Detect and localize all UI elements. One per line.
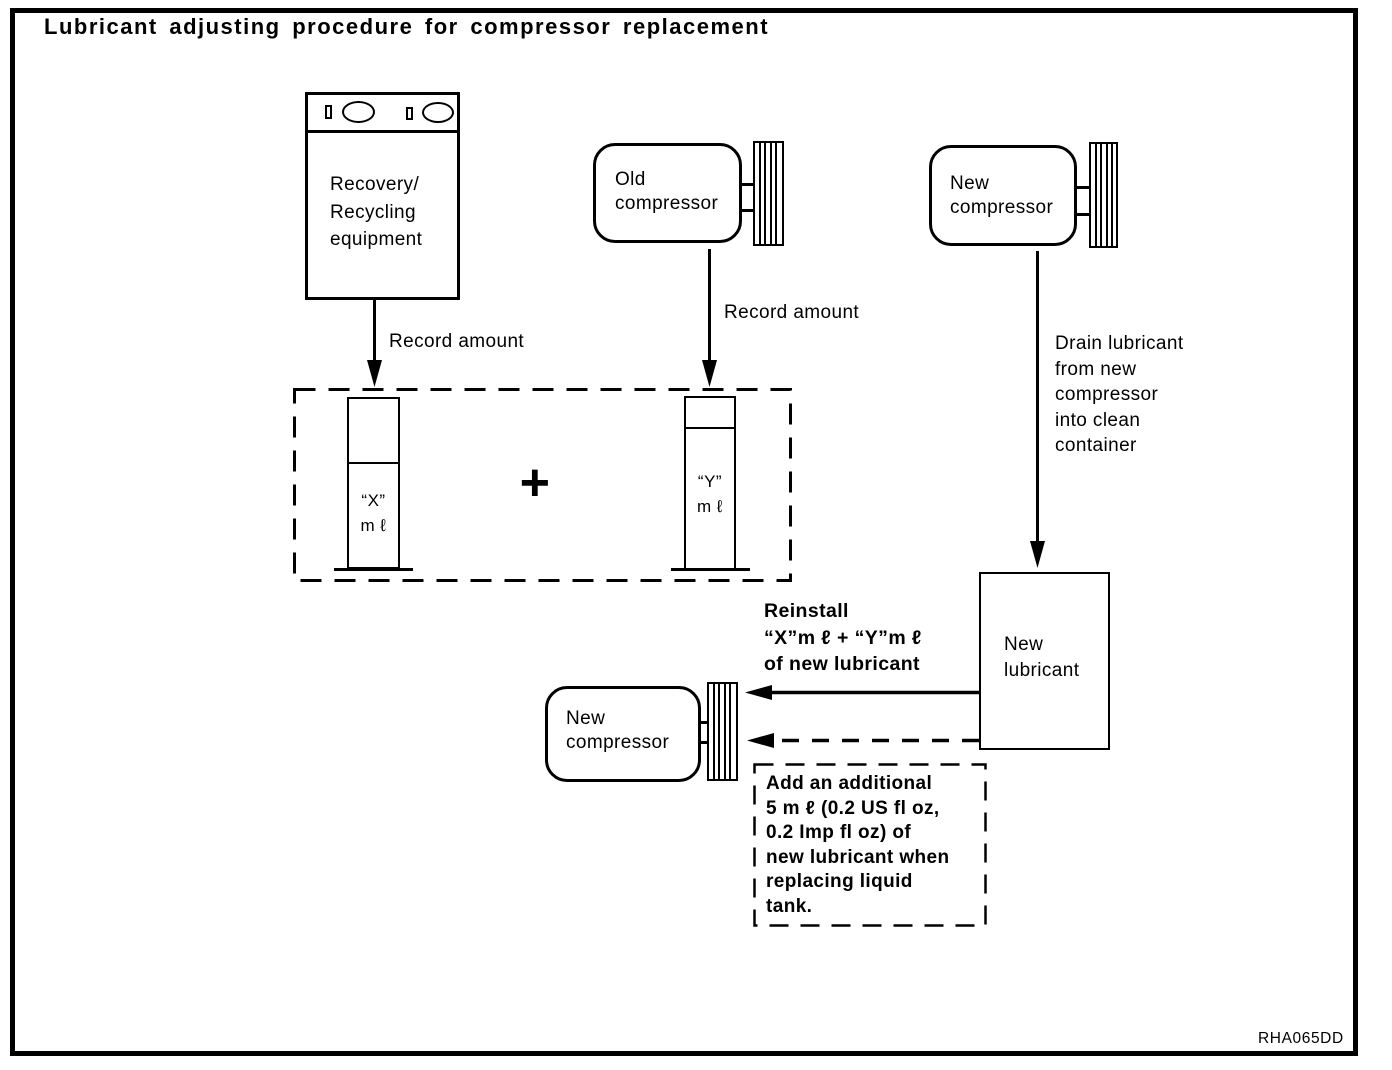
cylinder-x-fill-line [348,462,399,464]
cylinder-x-base [334,568,413,571]
new-compressor-bottom-label: New compressor [566,708,670,753]
old-compressor-port [741,209,753,212]
recovery-equipment-label: Recovery/ Recycling equipment [330,174,423,250]
cylinder-y: “Y” m ℓ [684,396,736,570]
new-compressor-top-label: New compressor [950,173,1054,218]
reinstall-note: Reinstall “X”m ℓ + “Y”m ℓ of new lubrica… [764,600,922,675]
new-compressor-bottom-pulley-icon [707,682,738,781]
new-compressor-top-box: New compressor [929,145,1077,246]
cylinder-x-unit: m ℓ [360,516,387,535]
arrow-add-additional [747,733,979,748]
cylinder-y-amount: “Y” [697,472,723,491]
cylinder-x: “X” m ℓ [347,397,400,569]
new-compressor-top-port [1076,213,1089,216]
new-compressor-bottom-port [700,721,708,724]
new-compressor-bottom-box: New compressor [545,686,701,782]
switch-icon [325,105,332,119]
switch-icon [406,107,413,120]
record-amount-label-1: Record amount [389,331,525,352]
measure-box-border [293,388,792,582]
arrow-record-amount-2 [702,249,717,387]
old-compressor-label: Old compressor [615,169,719,214]
new-compressor-bottom-port [700,741,708,744]
new-lubricant-box: New lubricant [979,572,1110,750]
arrow-drain-lubricant [1030,251,1045,568]
diagram-frame [10,8,1358,1056]
cylinder-y-unit: m ℓ [697,497,723,516]
additional-note-border [753,763,987,927]
recovery-equipment-box: Recovery/ Recycling equipment [305,92,460,300]
record-amount-label-2: Record amount [724,302,860,323]
old-compressor-box: Old compressor [593,143,742,243]
drain-lubricant-note: Drain lubricant from new compressor into… [1055,333,1184,456]
additional-lubricant-note: Add an additional 5 m ℓ (0.2 US fl oz, 0… [766,773,950,917]
old-compressor-port [741,183,753,186]
gauge-icon [422,102,454,123]
arrow-record-amount-1 [367,300,382,387]
arrow-reinstall-lubricant [745,685,979,700]
cylinder-y-base [671,568,750,571]
page-title: Lubricant adjusting procedure for compre… [44,14,770,39]
new-compressor-top-port [1076,186,1089,189]
cylinder-x-amount: “X” [361,491,386,510]
recovery-equipment-panel [308,95,457,133]
new-lubricant-label: New lubricant [1004,634,1080,681]
cylinder-y-fill-line [685,427,735,429]
gauge-icon [342,101,375,123]
figure-code: RHA065DD [1258,1030,1344,1047]
old-compressor-pulley-icon [753,141,784,246]
new-compressor-top-pulley-icon [1089,142,1118,248]
plus-sign: + [519,454,551,512]
